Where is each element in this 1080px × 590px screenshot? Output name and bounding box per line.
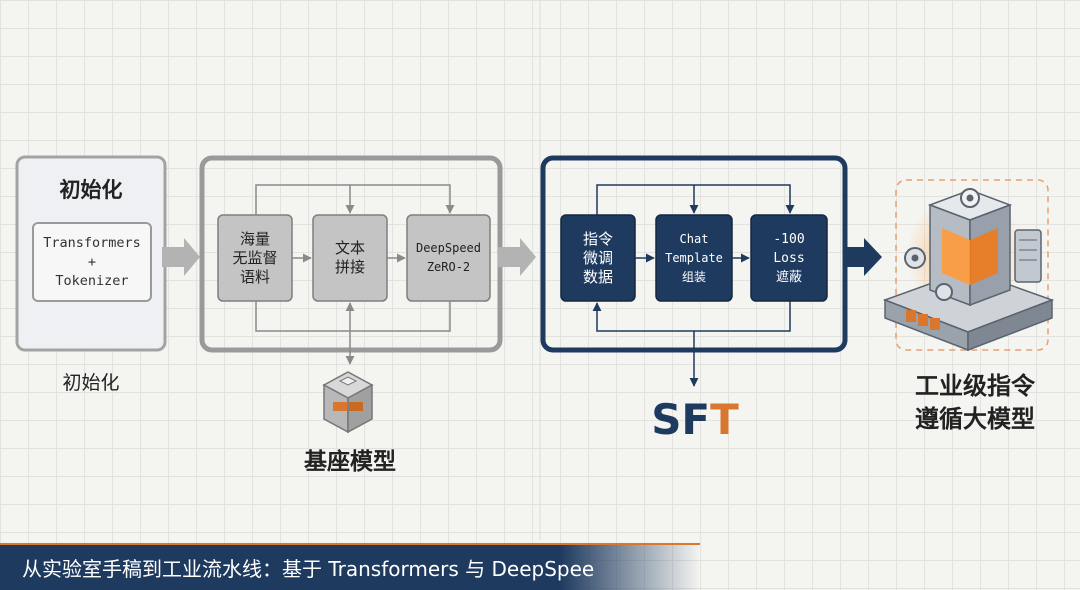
instruction-data-label: 指令 微调 数据 [582, 229, 613, 286]
init-panel [15, 155, 167, 352]
base-training-frame [199, 155, 503, 365]
transformers-tokenizer-label: Transformers + Tokenizer [43, 234, 141, 289]
deepspeed-node-label: DeepSpeed ZeRO-2 [415, 241, 482, 274]
base-model-caption: 基座模型 [304, 449, 396, 475]
arrow-sft-to-final [843, 238, 882, 276]
init-caption: 初始化 [62, 371, 120, 394]
banner-title: 从实验室手稿到工业流水线：基于 Transformers 与 DeepSpee [22, 557, 595, 581]
concat-node-label: 文本 拼接 [334, 239, 365, 276]
base-model-cube-icon [322, 371, 374, 434]
title-banner: 从实验室手稿到工业流水线：基于 Transformers 与 DeepSpee [0, 543, 700, 590]
arrow-base-to-sft [498, 238, 536, 276]
sft-frame [540, 155, 848, 387]
transformers-tokenizer-box [32, 222, 152, 302]
chat-template-label: Chat Template 组装 [665, 231, 723, 284]
sft-caption-accent: T [710, 394, 739, 444]
deepspeed-node [406, 214, 491, 302]
final-model-caption: 工业级指令 遵循大模型 [915, 372, 1035, 433]
init-panel-title: 初始化 [59, 178, 123, 202]
loss-mask-label: -100 Loss 遮蔽 [773, 231, 805, 285]
arrow-init-to-base [162, 238, 200, 276]
loss-mask-node [750, 214, 828, 302]
industrial-model-server-icon [882, 179, 1055, 352]
corpus-node-label: 海量 无监督 语料 [232, 229, 278, 286]
sft-caption-main: SF [651, 394, 711, 444]
